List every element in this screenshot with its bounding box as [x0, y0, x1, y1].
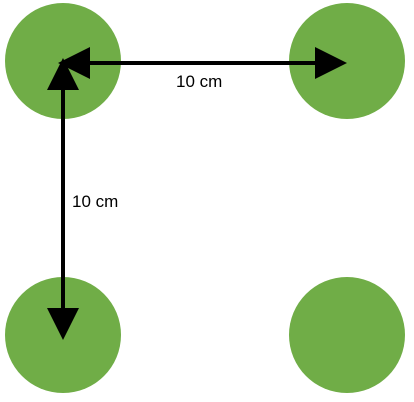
circle-bottom-right	[289, 277, 405, 393]
circle-top-right	[289, 3, 405, 119]
vertical-spacing-label: 10 cm	[72, 192, 119, 211]
horizontal-spacing-label: 10 cm	[176, 72, 223, 91]
